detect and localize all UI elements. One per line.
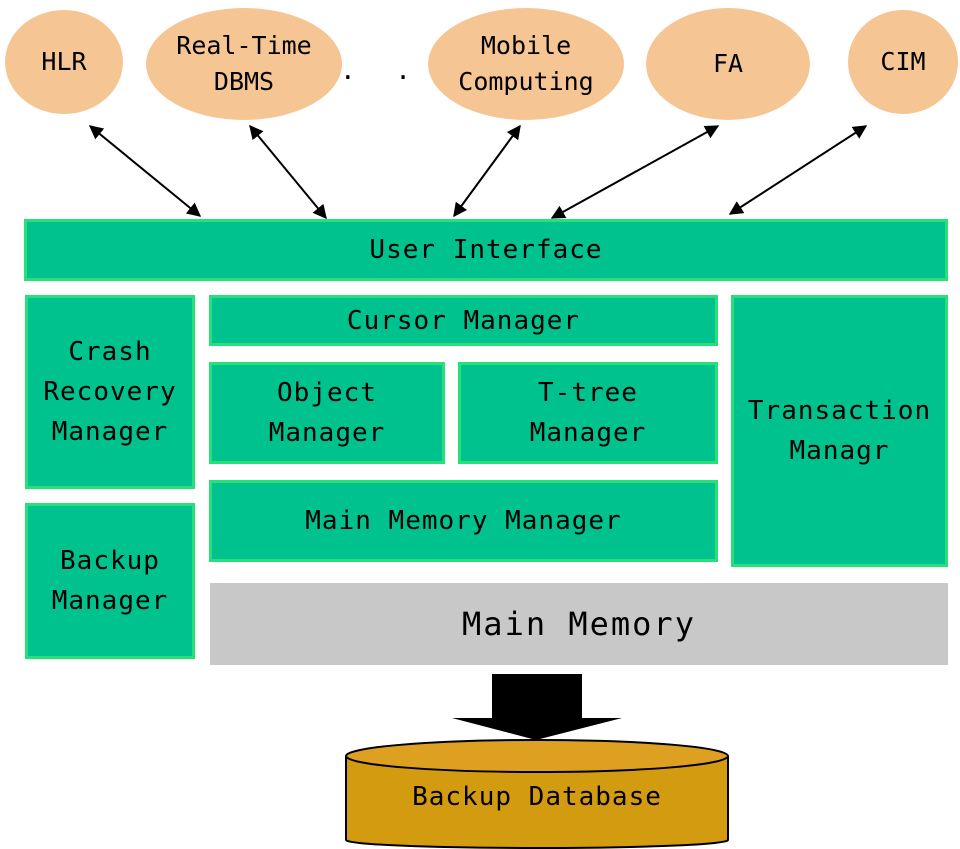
arrow-realtime-ui (249, 124, 327, 220)
main-memory: Main Memory (210, 583, 948, 665)
arrow-mobile-ui (453, 124, 521, 218)
transaction-manager: Transaction Managr (731, 295, 948, 567)
app-realtime-dbms: Real-Time DBMS (146, 8, 342, 120)
arrow-fa-ui (550, 125, 720, 219)
backup-database-label: Backup Database (412, 782, 662, 812)
crash-recovery-manager: Crash Recovery Manager (25, 295, 195, 489)
app-cim: CIM (848, 10, 958, 114)
main-memory-manager: Main Memory Manager (209, 480, 718, 562)
arrow-hlr-ui (88, 125, 202, 217)
arrow-cim-ui (728, 125, 868, 215)
cursor-manager: Cursor Manager (209, 295, 718, 346)
down-arrow-to-database (452, 674, 622, 740)
object-manager: Object Manager (209, 362, 445, 464)
app-fa: FA (646, 8, 810, 120)
app-hlr: HLR (5, 10, 123, 114)
user-interface: User Interface (24, 219, 948, 281)
database-cylinder (345, 739, 729, 849)
app-mobile-computing: Mobile Computing (428, 8, 624, 120)
application-layer: HLR Real-Time DBMS . . . Mobile Computin… (0, 0, 960, 130)
ttree-manager: T-tree Manager (458, 362, 718, 464)
backup-manager: Backup Manager (25, 503, 195, 659)
